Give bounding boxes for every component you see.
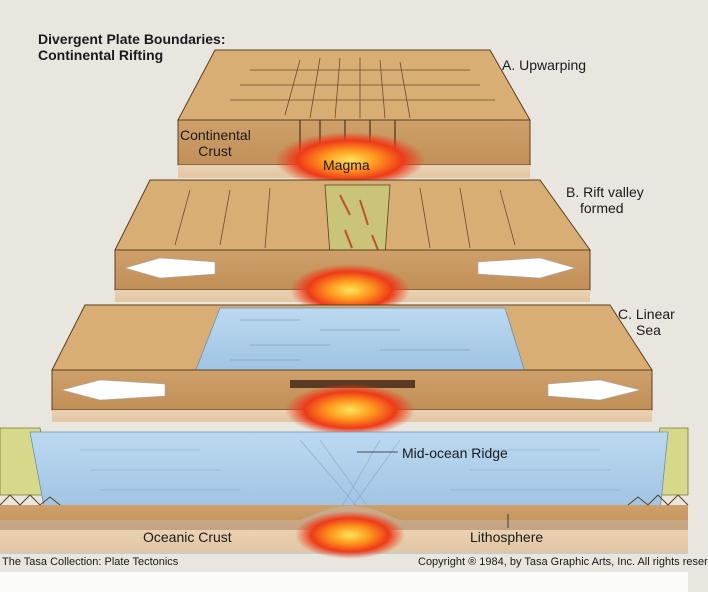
magma-chamber-d xyxy=(295,511,405,559)
continental-crust-line2: Crust xyxy=(198,143,232,159)
mid-ocean-ridge-label: Mid-ocean Ridge xyxy=(402,445,508,461)
title-line-2: Continental Rifting xyxy=(38,47,164,63)
stage-c-label-line2: Sea xyxy=(636,322,661,338)
title-line-1: Divergent Plate Boundaries: xyxy=(38,31,226,47)
continental-crust-line1: Continental xyxy=(180,127,251,143)
footer-collection: The Tasa Collection: Plate Tectonics xyxy=(2,556,179,568)
continental-crust-label: Continental Crust xyxy=(180,127,251,159)
stage-d-block xyxy=(0,427,689,552)
bottom-strip xyxy=(0,572,688,592)
stage-b-block xyxy=(114,179,591,302)
stage-b-label-line2: formed xyxy=(580,200,624,216)
stage-a-label: A. Upwarping xyxy=(502,57,587,73)
arrow-right-b xyxy=(477,257,577,279)
magma-chamber-b xyxy=(290,264,410,316)
magma-label: Magma xyxy=(323,157,370,173)
lithosphere-label: Lithosphere xyxy=(470,529,544,545)
arrow-left-c xyxy=(60,379,166,401)
stage-b-label-line1: B. Rift valley xyxy=(566,184,644,200)
diagram-canvas: Divergent Plate Boundaries: Continental … xyxy=(0,31,708,592)
stage-c-label: C. Linear Sea xyxy=(618,306,675,338)
diagram-title: Divergent Plate Boundaries: Continental … xyxy=(38,31,226,63)
stage-b-label: B. Rift valley formed xyxy=(566,184,644,216)
footer-copyright: Copyright ® 1984, by Tasa Graphic Arts, … xyxy=(418,556,708,568)
oceanic-crust-label: Oceanic Crust xyxy=(143,529,232,545)
magma-chamber-c xyxy=(285,384,415,436)
stage-c-label-line1: C. Linear xyxy=(618,306,675,322)
magma-chamber-a xyxy=(275,132,425,188)
stage-c-block xyxy=(51,304,653,422)
arrow-right-c xyxy=(547,379,641,401)
rifting-diagram xyxy=(0,49,689,559)
arrow-left-b xyxy=(123,257,216,279)
